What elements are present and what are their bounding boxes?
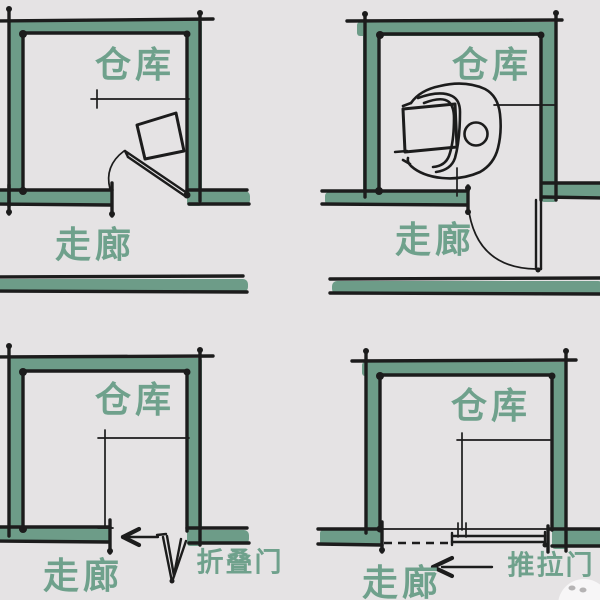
carried-box [401,102,459,154]
corridor-label-bottom-left: 走廊 [42,556,124,597]
dimension-line [90,89,190,109]
door-swing-arc [107,150,125,190]
direction-arrow [430,555,494,579]
person-carrying-box [393,82,502,180]
panel-bottom-left-drawing [0,343,251,584]
person-arm-lines [416,92,462,174]
room-walls [0,6,251,218]
corridor-label-top-left: 走廊 [54,225,136,266]
door-leaf [123,149,191,199]
panel-top-right-drawing [320,10,600,296]
person-body-outline [406,82,502,180]
room-label-bottom-left: 仓库 [94,380,176,421]
direction-arrow [120,526,160,548]
room-walls [316,348,600,554]
person-head [463,121,489,147]
door-label-sliding: 推拉门 [507,550,595,582]
stored-box [135,111,186,161]
door-swing-arc [467,204,537,270]
dimension-line [456,104,556,197]
door-leaf [534,198,543,273]
dimension-line [97,429,190,529]
room-walls [320,10,600,215]
room-walls [0,343,251,555]
sliding-door-panel [450,530,548,548]
corridor-wall-edge [0,274,249,294]
dimension-line [456,432,551,538]
corridor-label-top-right: 走廊 [394,220,476,261]
room-label-bottom-right: 仓库 [450,386,532,427]
folding-door [155,532,188,584]
room-label-top-left: 仓库 [94,45,176,86]
door-label-folding: 折叠门 [196,547,284,579]
corridor-label-bottom-right: 走廊 [361,563,443,600]
panel-top-left-drawing [0,6,251,294]
corridor-wall-edge [328,276,600,296]
panel-bottom-right-drawing [316,348,600,600]
watermark [558,579,600,600]
room-label-top-right: 仓库 [451,45,533,86]
